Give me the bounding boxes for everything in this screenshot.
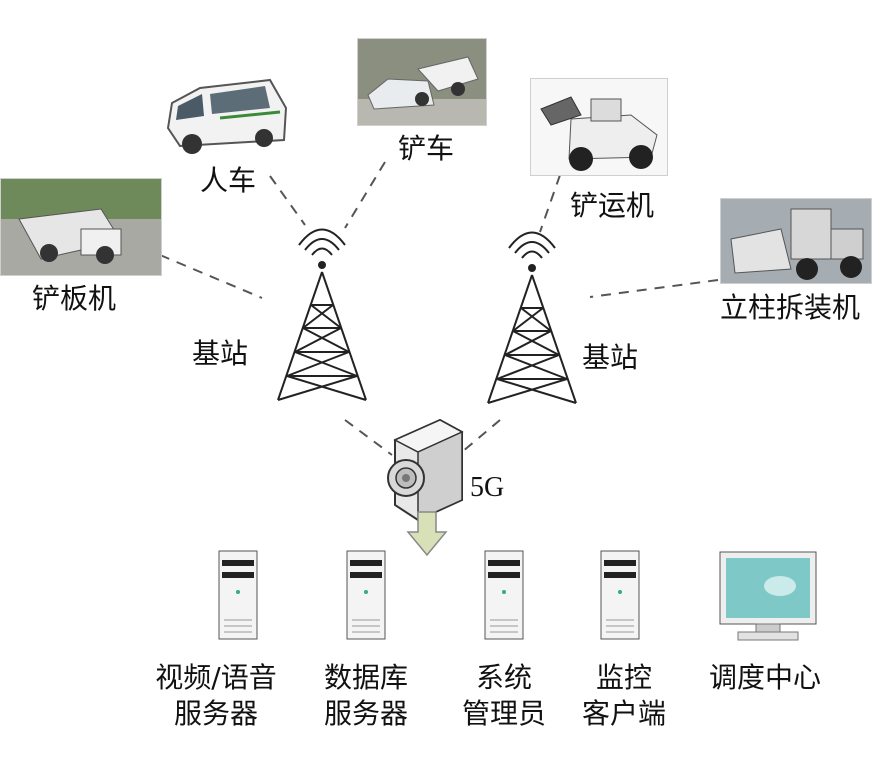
link-scraper xyxy=(159,254,263,299)
car-photo xyxy=(160,68,292,158)
link-left-5g xyxy=(344,419,393,456)
shovel-car-label: 铲车 xyxy=(398,132,455,165)
left-tower xyxy=(277,228,367,401)
server-icon xyxy=(484,550,524,640)
link-loader xyxy=(539,174,561,233)
link-car xyxy=(269,175,306,226)
link-right-5g xyxy=(461,419,501,453)
pillar-machine-label: 立柱拆装机 xyxy=(720,291,861,324)
down-arrow-icon xyxy=(406,511,448,557)
pillar-machine-photo xyxy=(720,198,872,284)
endpoint-label: 系统管理员 xyxy=(461,661,546,730)
link-shovel-car xyxy=(344,161,386,229)
endpoint-label: 调度中心 xyxy=(708,661,821,694)
server-icon xyxy=(218,550,258,640)
right-station-label: 基站 xyxy=(582,341,639,374)
server-icon xyxy=(346,550,386,640)
server-icon xyxy=(600,550,640,640)
shovel-car-photo xyxy=(357,38,487,126)
5g-label: 5G xyxy=(470,472,505,503)
endpoint-label: 监控客户端 xyxy=(581,661,666,730)
endpoint-label: 数据库服务器 xyxy=(323,661,408,730)
scraper-photo xyxy=(0,178,162,276)
scraper-label: 铲板机 xyxy=(32,282,117,315)
5g-device-icon xyxy=(387,418,464,522)
endpoint-label: 视频/语音服务器 xyxy=(155,661,277,730)
right-tower xyxy=(487,231,577,404)
left-station-label: 基站 xyxy=(192,337,249,370)
car-label: 人车 xyxy=(200,164,257,197)
link-pillar xyxy=(589,279,719,298)
loader-label: 铲运机 xyxy=(570,189,655,222)
monitor-icon xyxy=(718,550,818,642)
loader-photo xyxy=(530,78,668,176)
